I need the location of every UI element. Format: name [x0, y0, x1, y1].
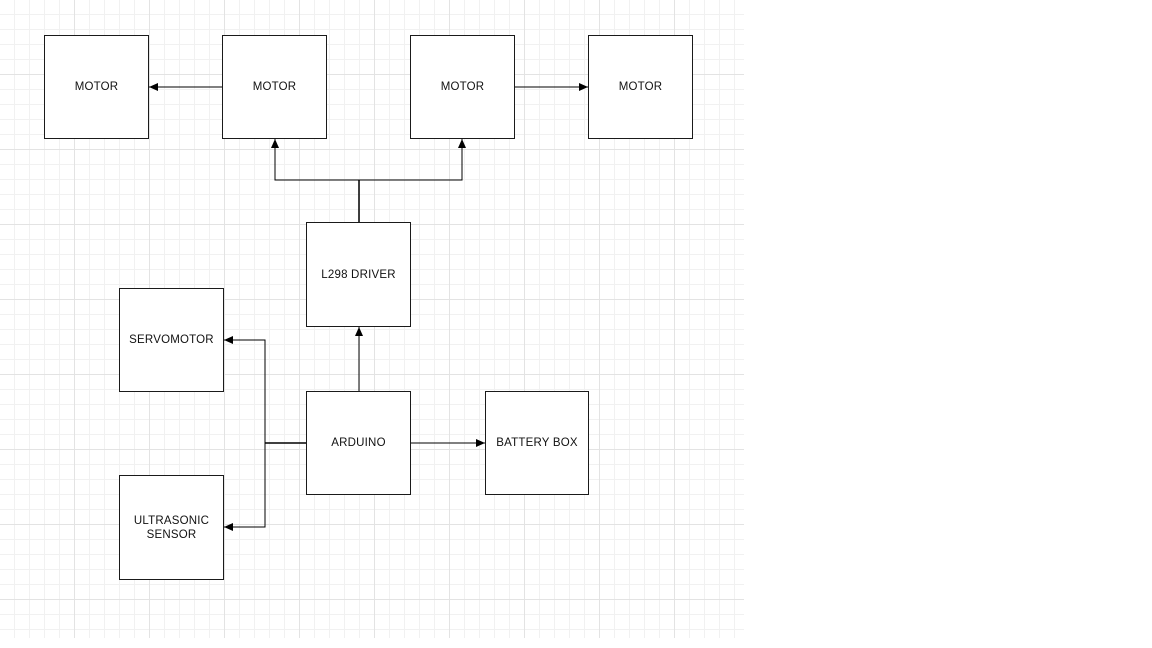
node-motor-1: MOTOR — [44, 35, 149, 139]
node-ultrasonic-sensor: ULTRASONIC SENSOR — [119, 475, 224, 580]
edge-arduino-to-servo — [224, 336, 266, 443]
node-battery-box: BATTERY BOX — [485, 391, 589, 495]
node-motor-2: MOTOR — [222, 35, 327, 139]
node-arduino: ARDUINO — [306, 391, 411, 495]
edge-driver-to-motor2 — [271, 139, 359, 181]
node-motor-3: MOTOR — [410, 35, 515, 139]
node-servomotor: SERVOMOTOR — [119, 288, 224, 392]
node-l298-driver: L298 DRIVER — [306, 222, 411, 327]
edge-arduino-to-sonic — [224, 443, 266, 531]
node-motor-4: MOTOR — [588, 35, 693, 139]
edge-driver-to-motor3 — [359, 139, 466, 181]
